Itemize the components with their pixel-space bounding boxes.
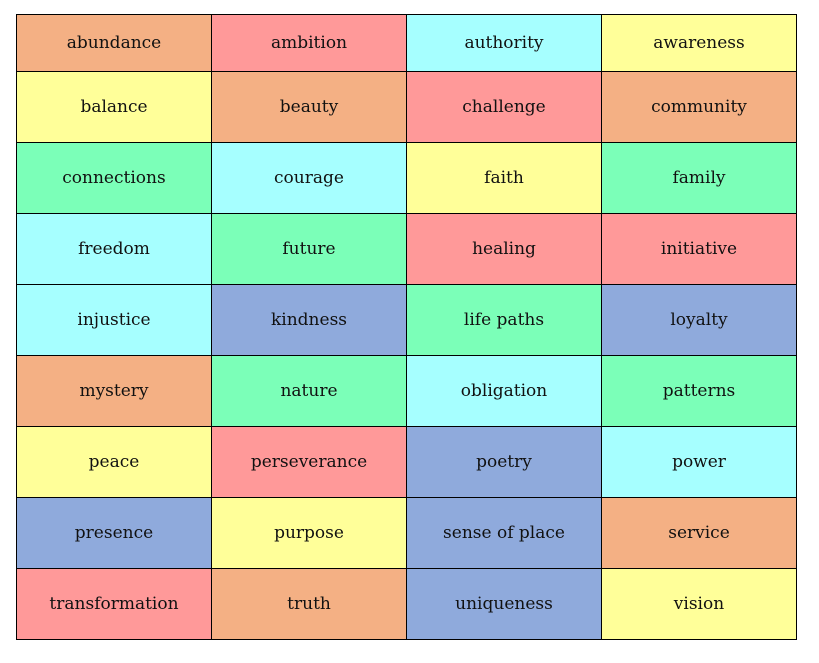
word-cell: balance xyxy=(16,71,212,143)
word-cell: future xyxy=(211,213,407,285)
word-cell: awareness xyxy=(601,14,797,72)
word-cell: initiative xyxy=(601,213,797,285)
word-cell: courage xyxy=(211,142,407,214)
word-cell: patterns xyxy=(601,355,797,427)
word-cell: community xyxy=(601,71,797,143)
word-cell: poetry xyxy=(406,426,602,498)
word-cell: sense of place xyxy=(406,497,602,569)
word-cell: truth xyxy=(211,568,407,640)
word-cell: faith xyxy=(406,142,602,214)
word-cell: family xyxy=(601,142,797,214)
word-cell: injustice xyxy=(16,284,212,356)
word-cell: kindness xyxy=(211,284,407,356)
word-cell: peace xyxy=(16,426,212,498)
word-cell: challenge xyxy=(406,71,602,143)
word-cell: connections xyxy=(16,142,212,214)
word-cell: beauty xyxy=(211,71,407,143)
word-cell: life paths xyxy=(406,284,602,356)
word-cell: mystery xyxy=(16,355,212,427)
word-cell: uniqueness xyxy=(406,568,602,640)
word-cell: ambition xyxy=(211,14,407,72)
word-cell: abundance xyxy=(16,14,212,72)
word-cell: transformation xyxy=(16,568,212,640)
word-cell: purpose xyxy=(211,497,407,569)
word-cell: authority xyxy=(406,14,602,72)
word-cell: loyalty xyxy=(601,284,797,356)
word-cell: healing xyxy=(406,213,602,285)
word-cell: vision xyxy=(601,568,797,640)
word-cell: nature xyxy=(211,355,407,427)
word-cell: presence xyxy=(16,497,212,569)
word-cell: freedom xyxy=(16,213,212,285)
word-cell: service xyxy=(601,497,797,569)
word-cell: perseverance xyxy=(211,426,407,498)
word-cell: power xyxy=(601,426,797,498)
word-cell: obligation xyxy=(406,355,602,427)
